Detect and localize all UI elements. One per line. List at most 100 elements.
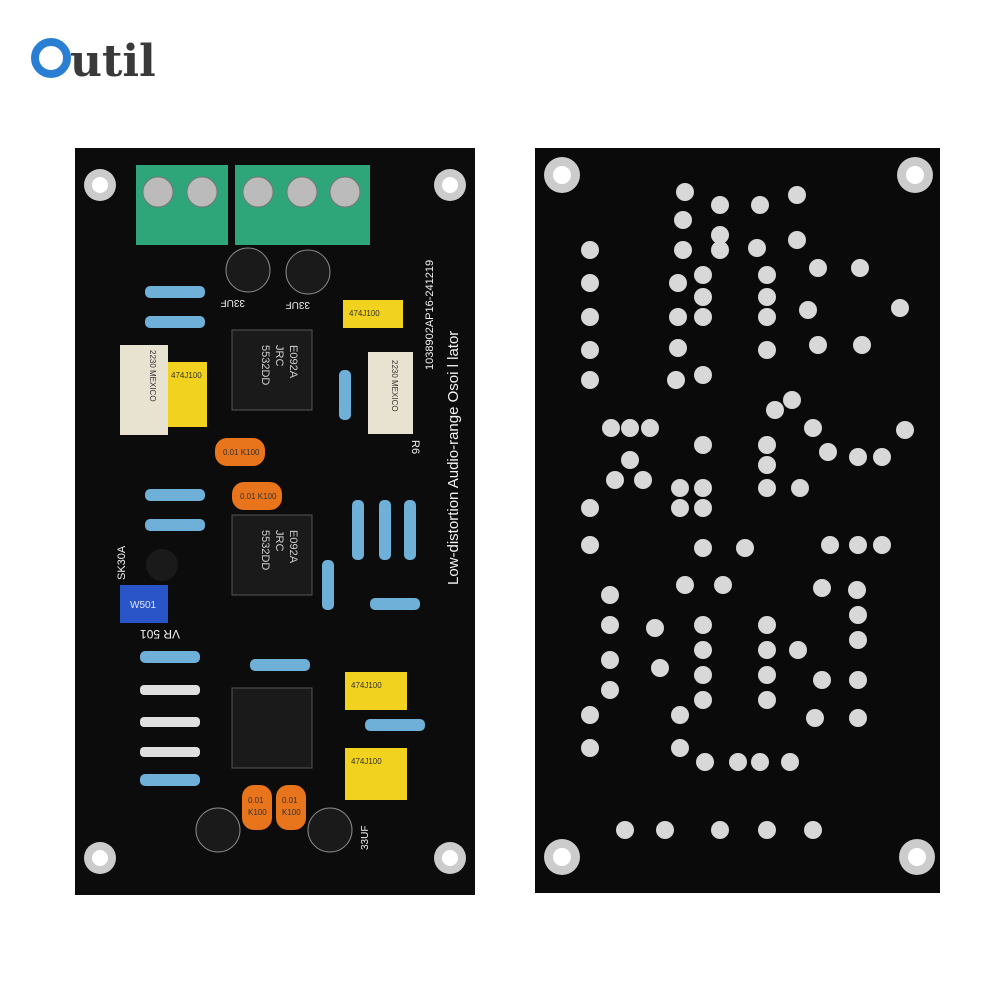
film-capacitor <box>345 748 407 800</box>
chip-marking: 5532DD <box>259 345 271 385</box>
solder-pad <box>601 616 619 634</box>
solder-pad <box>849 606 867 624</box>
resistor <box>339 370 351 420</box>
solder-pad <box>809 336 827 354</box>
resistor <box>370 598 420 610</box>
solder-pad <box>788 231 806 249</box>
resistor <box>140 651 200 663</box>
solder-pad <box>621 451 639 469</box>
terminal-screw <box>242 176 274 208</box>
logo-text: util <box>70 36 156 87</box>
solder-pad <box>873 448 891 466</box>
terminal-screw <box>329 176 361 208</box>
solder-pad <box>758 616 776 634</box>
solder-pad <box>694 616 712 634</box>
solder-pad <box>669 308 687 326</box>
terminal-screw <box>142 176 174 208</box>
electrolytic-capacitor <box>225 247 271 293</box>
mounting-hole-center <box>92 850 108 866</box>
solder-pad <box>848 581 866 599</box>
solder-pad <box>789 641 807 659</box>
trimmer-label: 2230 MEXICO <box>390 360 399 412</box>
solder-pad <box>669 339 687 357</box>
mounting-hole-center <box>442 850 458 866</box>
solder-pad <box>849 631 867 649</box>
terminal-screw <box>286 176 318 208</box>
solder-pad <box>758 341 776 359</box>
solder-pad <box>766 401 784 419</box>
mounting-hole-center <box>553 166 571 184</box>
solder-pad <box>758 691 776 709</box>
solder-pad <box>758 479 776 497</box>
solder-pad <box>694 691 712 709</box>
solder-pad <box>751 196 769 214</box>
solder-pad <box>758 641 776 659</box>
sk-label: SK30A <box>116 545 128 580</box>
logo-o-ring <box>31 38 71 78</box>
mounting-hole-center <box>442 177 458 193</box>
solder-pad <box>656 821 674 839</box>
solder-pad <box>646 619 664 637</box>
solder-pad <box>849 448 867 466</box>
solder-pad <box>788 186 806 204</box>
chip-marking: E092A <box>287 345 299 379</box>
solder-pad <box>671 706 689 724</box>
chip-marking: JRC <box>273 530 285 551</box>
solder-pad <box>676 183 694 201</box>
resistor <box>352 500 364 560</box>
ceramic-cap-label-line1: 0.01 <box>282 796 298 805</box>
solder-pad <box>694 288 712 306</box>
part-number-silkscreen: 1038902AP16-241219 <box>424 260 436 370</box>
solder-pad <box>694 499 712 517</box>
solder-pad <box>581 739 599 757</box>
solder-pad <box>758 436 776 454</box>
solder-pad <box>758 821 776 839</box>
solder-pad <box>671 479 689 497</box>
electrolytic-capacitor <box>195 807 241 853</box>
mounting-hole-center <box>553 848 571 866</box>
chip-marking: JRC <box>273 345 285 366</box>
trimmer-label: 2230 MEXICO <box>148 350 157 402</box>
resistor <box>145 519 205 531</box>
ceramic-cap-label-line1: 0.01 <box>248 796 264 805</box>
film-cap-label: 474J100 <box>351 681 382 690</box>
resistor <box>365 719 425 731</box>
film-capacitor <box>343 300 403 328</box>
solder-pad <box>758 666 776 684</box>
solder-pad <box>671 499 689 517</box>
resistor <box>404 500 416 560</box>
solder-pad <box>873 536 891 554</box>
resistor <box>145 316 205 328</box>
solder-pad <box>729 753 747 771</box>
solder-pad <box>711 196 729 214</box>
solder-pad <box>621 419 639 437</box>
film-capacitor <box>165 362 207 427</box>
solder-pad <box>783 391 801 409</box>
solder-pad <box>694 366 712 384</box>
trimmer-potentiometer <box>368 352 413 434</box>
solder-pad <box>799 301 817 319</box>
ceramic-cap-label: 0.01 K100 <box>240 492 277 501</box>
solder-pad <box>849 709 867 727</box>
ic-chip <box>231 687 313 769</box>
solder-pad <box>671 739 689 757</box>
solder-pad <box>694 666 712 684</box>
solder-pad <box>694 266 712 284</box>
cap-label: 33UF <box>221 297 245 308</box>
solder-pad <box>819 443 837 461</box>
mounting-hole-center <box>92 177 108 193</box>
solder-pad <box>781 753 799 771</box>
brand-logo: util <box>31 36 156 87</box>
solder-pad <box>758 308 776 326</box>
film-cap-label: 474J100 <box>171 371 202 380</box>
solder-pad <box>736 539 754 557</box>
solder-pad <box>896 421 914 439</box>
resistor <box>140 774 200 786</box>
chip-marking: 5532DD <box>259 530 271 570</box>
solder-pad <box>641 419 659 437</box>
solder-pad <box>804 821 822 839</box>
solder-pad <box>674 241 692 259</box>
